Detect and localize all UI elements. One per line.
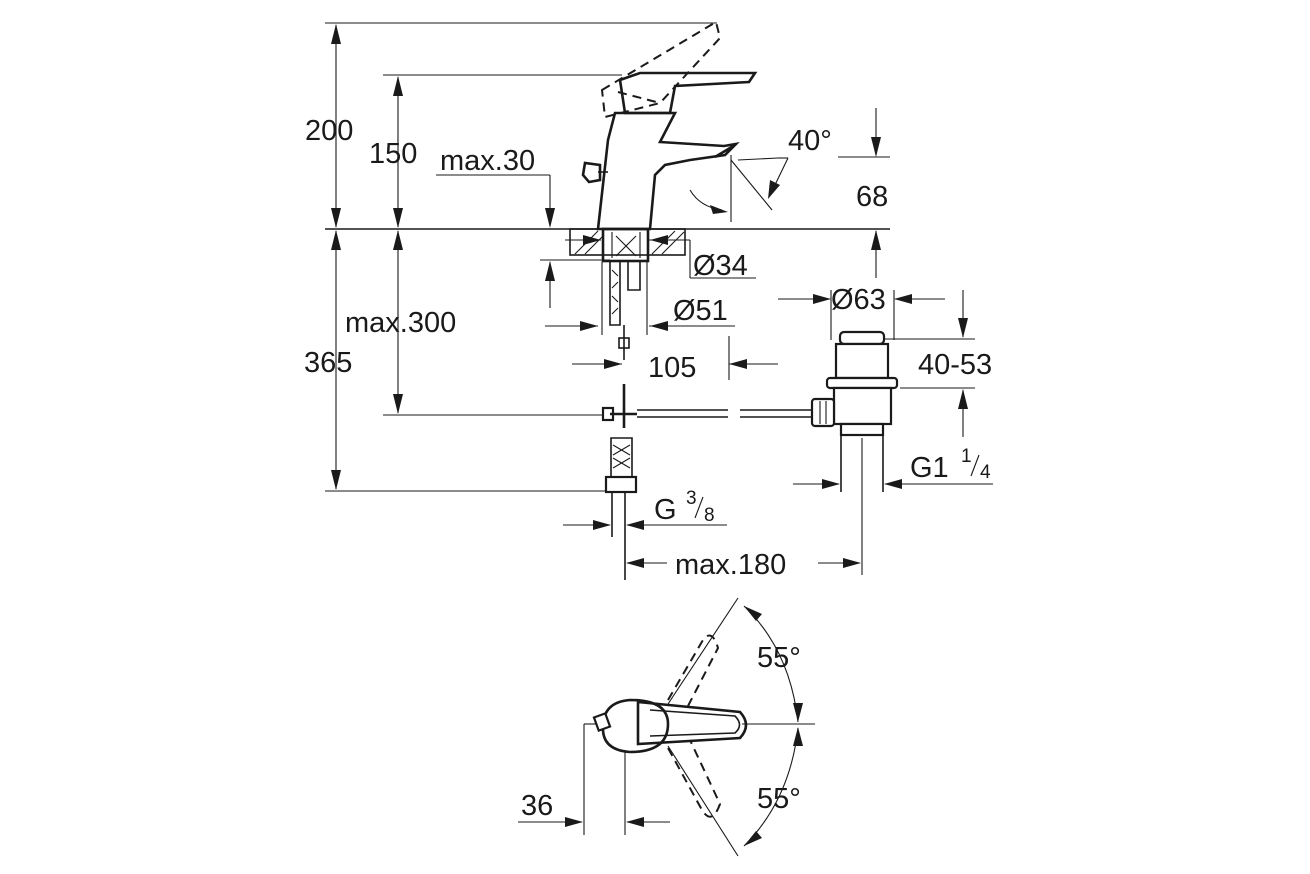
label-g1-denominator: 4 bbox=[980, 462, 991, 483]
label-max30: max.30 bbox=[440, 145, 535, 177]
dimension-max30 bbox=[436, 174, 555, 228]
label-40-degree: 40° bbox=[788, 125, 832, 157]
dimension-55-bottom bbox=[743, 727, 803, 847]
plan-view bbox=[583, 597, 815, 857]
dimension-150 bbox=[393, 76, 403, 228]
dimension-d51 bbox=[545, 262, 735, 335]
fraction-slash-g38 bbox=[694, 496, 704, 519]
dimension-g1 bbox=[793, 479, 993, 489]
dimension-g38 bbox=[563, 520, 727, 530]
dimension-40-degree bbox=[689, 155, 789, 222]
label-d34: Ø34 bbox=[693, 250, 748, 282]
dimension-68 bbox=[838, 108, 890, 278]
dimension-365 bbox=[331, 230, 341, 490]
label-365: 365 bbox=[304, 347, 352, 379]
dimension-40-53 bbox=[885, 290, 975, 437]
label-g1: G1 bbox=[910, 452, 949, 484]
label-150: 150 bbox=[369, 138, 417, 170]
popup-waste bbox=[810, 330, 899, 492]
dimension-105 bbox=[572, 336, 778, 380]
fraction-slash-g1 bbox=[970, 454, 980, 477]
dimension-deck-thickness bbox=[540, 259, 610, 308]
label-40-53: 40-53 bbox=[918, 349, 992, 381]
dimension-d34 bbox=[565, 235, 756, 279]
supply-hose-lower bbox=[604, 437, 638, 580]
label-105: 105 bbox=[648, 352, 696, 384]
label-g1-numerator: 1 bbox=[961, 446, 972, 467]
label-55-top: 55° bbox=[757, 642, 801, 674]
label-max300: max.300 bbox=[345, 307, 456, 339]
deck-mount-section bbox=[569, 227, 686, 360]
label-68: 68 bbox=[856, 181, 888, 213]
popup-linkage bbox=[601, 384, 812, 428]
dimension-max300 bbox=[393, 230, 403, 414]
label-55-bottom: 55° bbox=[757, 783, 801, 815]
dimension-max180 bbox=[626, 438, 863, 575]
faucet-body bbox=[581, 71, 758, 231]
label-200: 200 bbox=[305, 115, 353, 147]
dimension-36 bbox=[518, 817, 670, 827]
label-36: 36 bbox=[521, 790, 553, 822]
label-g38-numerator: 3 bbox=[686, 488, 697, 509]
label-g38-denominator: 8 bbox=[704, 505, 715, 526]
dimension-d63 bbox=[778, 290, 945, 340]
label-d51: Ø51 bbox=[673, 295, 728, 327]
label-max180: max.180 bbox=[675, 549, 786, 581]
label-g38: G bbox=[654, 494, 677, 526]
dimension-200 bbox=[331, 24, 341, 228]
label-d63: Ø63 bbox=[831, 284, 886, 316]
dimension-55-top bbox=[743, 605, 803, 723]
lever-raised-outline bbox=[600, 20, 722, 119]
